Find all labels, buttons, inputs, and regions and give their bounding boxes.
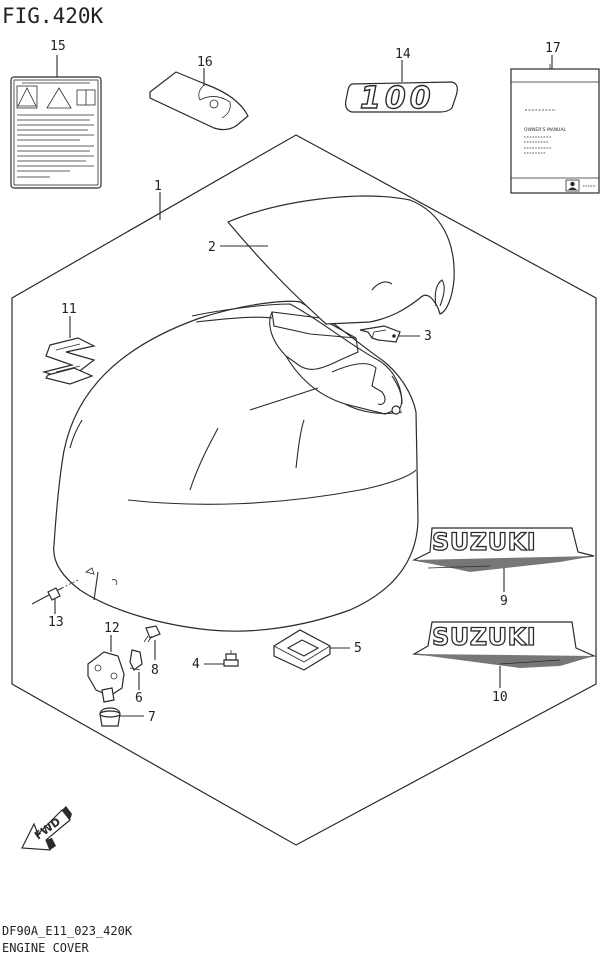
part-11-s-emblems[interactable]: [41, 337, 96, 385]
callout-9[interactable]: 9: [500, 594, 508, 609]
assembly-boundary: [11, 134, 597, 846]
part-9-suzuki-decal-upper[interactable]: SUZUKI: [412, 527, 595, 572]
callout-2[interactable]: 2: [208, 240, 216, 255]
fwd-arrow-icon: FWD: [21, 806, 72, 851]
part-17-owners-manual[interactable]: OWNER'S MANUAL: [510, 64, 600, 194]
callout-1[interactable]: 1: [154, 179, 162, 194]
part-6-latch-arm[interactable]: [129, 649, 143, 671]
callout-6[interactable]: 6: [135, 691, 143, 706]
figure-title: FIG.420K: [2, 4, 104, 28]
model-number-text: 100: [360, 81, 435, 116]
callout-17[interactable]: 17: [545, 41, 561, 56]
callout-10[interactable]: 10: [492, 690, 508, 705]
manual-title-text: OWNER'S MANUAL: [524, 127, 567, 133]
part-10-suzuki-decal-lower[interactable]: SUZUKI: [412, 621, 597, 668]
part-1-engine-cover[interactable]: [53, 300, 419, 632]
part-16-clip[interactable]: [149, 71, 249, 131]
brand-text-lower: SUZUKI: [432, 623, 536, 651]
callout-4[interactable]: 4: [192, 657, 200, 672]
figure-caption: ENGINE COVER: [2, 941, 89, 955]
part-13-pin[interactable]: [31, 567, 95, 605]
part-5-grommet[interactable]: [273, 629, 331, 671]
part-14-model-decal[interactable]: 100: [345, 80, 458, 117]
callout-16[interactable]: 16: [197, 55, 213, 70]
part-3-bracket[interactable]: [359, 325, 401, 343]
callout-14[interactable]: 14: [395, 47, 411, 62]
part-7-plug[interactable]: [99, 707, 121, 727]
part-4-screw[interactable]: [223, 650, 239, 667]
callout-7[interactable]: 7: [148, 710, 156, 725]
callout-15[interactable]: 15: [50, 39, 66, 54]
callout-5[interactable]: 5: [354, 641, 362, 656]
callout-3[interactable]: 3: [424, 329, 432, 344]
part-2-top-cover[interactable]: [227, 195, 455, 325]
suzuki-s-emblem-icon: [41, 337, 96, 381]
callout-13[interactable]: 13: [48, 615, 64, 630]
brand-text-upper: SUZUKI: [432, 528, 536, 556]
figure-code: DF90A_E11_023_420K: [2, 924, 133, 938]
part-15-warning-label[interactable]: [10, 76, 102, 189]
part-8-bolt[interactable]: [143, 625, 161, 643]
callout-8[interactable]: 8: [151, 663, 159, 678]
callout-12[interactable]: 12: [104, 621, 120, 636]
callout-11[interactable]: 11: [61, 302, 77, 317]
part-12-latch[interactable]: [87, 651, 125, 703]
